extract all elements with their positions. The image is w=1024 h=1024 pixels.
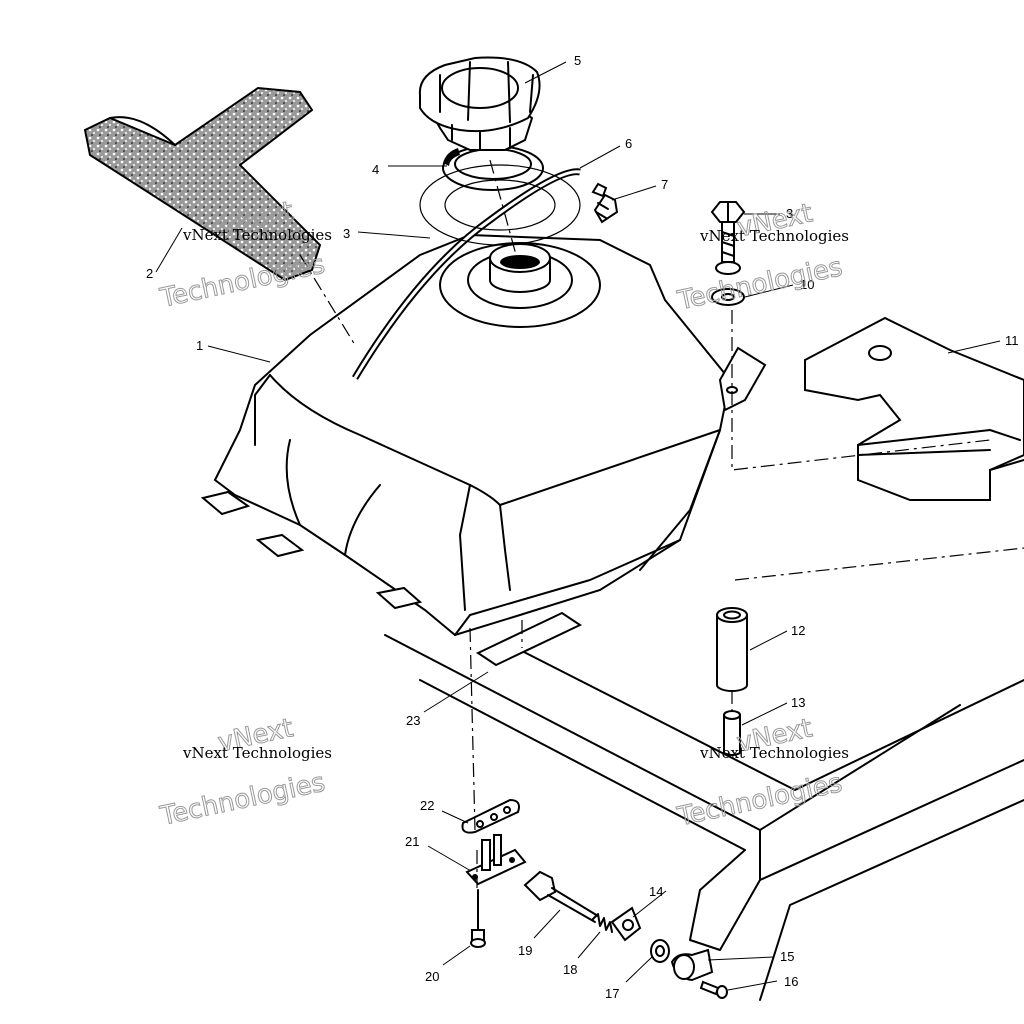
callout-19: 19 (518, 943, 532, 958)
callout-14: 14 (649, 884, 663, 899)
callout-23: 23 (406, 713, 420, 728)
valve-plate (461, 798, 520, 834)
fuel-cap (418, 56, 541, 151)
callout-7: 7 (661, 177, 668, 192)
fuel-valve (465, 834, 527, 886)
callout-20: 20 (425, 969, 439, 984)
valve-shaft (523, 870, 599, 923)
knob-screw (699, 980, 728, 999)
callout-10: 10 (800, 277, 814, 292)
callout-12: 12 (791, 623, 805, 638)
callout-21: 21 (405, 834, 419, 849)
callout-22: 22 (420, 798, 434, 813)
valve-screw (470, 889, 486, 948)
fuel-tank (200, 233, 767, 637)
callout-15: 15 (780, 949, 794, 964)
callout-13: 13 (791, 695, 805, 710)
watermark-technologies: Technologies (674, 252, 845, 316)
mounting-bracket (804, 316, 1024, 501)
heat-shield-pad (475, 611, 583, 667)
valve-washer (650, 939, 670, 963)
callout-5: 5 (574, 53, 581, 68)
callout-18: 18 (563, 962, 577, 977)
elbow-fitting (591, 182, 619, 224)
watermark-vnext-technologies: vNext Technologies (182, 744, 332, 762)
callout-17: 17 (605, 986, 619, 1001)
callout-3-gasket: 3 (343, 226, 350, 241)
spacer-tube (716, 607, 748, 692)
alignment-lines (299, 159, 1024, 888)
callout-2: 2 (146, 266, 153, 281)
watermark-right-top: vNext vNext Technologies Technologies (674, 198, 849, 317)
callout-1: 1 (196, 338, 203, 353)
leader-lines (155, 61, 1001, 991)
frame-rail (384, 634, 1024, 1001)
mounting-bolt (710, 201, 746, 275)
callout-11: 11 (1005, 333, 1019, 348)
callout-3-bolt: 3 (786, 206, 793, 221)
watermark-technologies: Technologies (674, 768, 845, 832)
watermark-technologies: Technologies (157, 250, 328, 314)
callout-labels: 1 2 3 4 5 6 7 3 10 11 12 13 14 15 16 17 … (146, 53, 1019, 1001)
watermark-vnext-technologies: vNext Technologies (182, 226, 332, 244)
valve-knob (670, 948, 714, 982)
washer (711, 288, 745, 306)
watermark-technologies: Technologies (157, 768, 328, 832)
watermark-vnext-technologies: vNext Technologies (699, 744, 849, 762)
valve-spring (591, 913, 613, 933)
callout-6: 6 (625, 136, 632, 151)
watermark-left-bottom: vNext vNext Technologies Technologies (157, 713, 332, 833)
callout-4: 4 (372, 162, 379, 177)
valve-seal-ring (610, 906, 642, 942)
foam-pad (83, 86, 322, 282)
gasket (419, 164, 581, 246)
vent-hose (352, 168, 581, 380)
callout-16: 16 (784, 974, 798, 989)
watermark-vnext-technologies: vNext Technologies (699, 227, 849, 245)
